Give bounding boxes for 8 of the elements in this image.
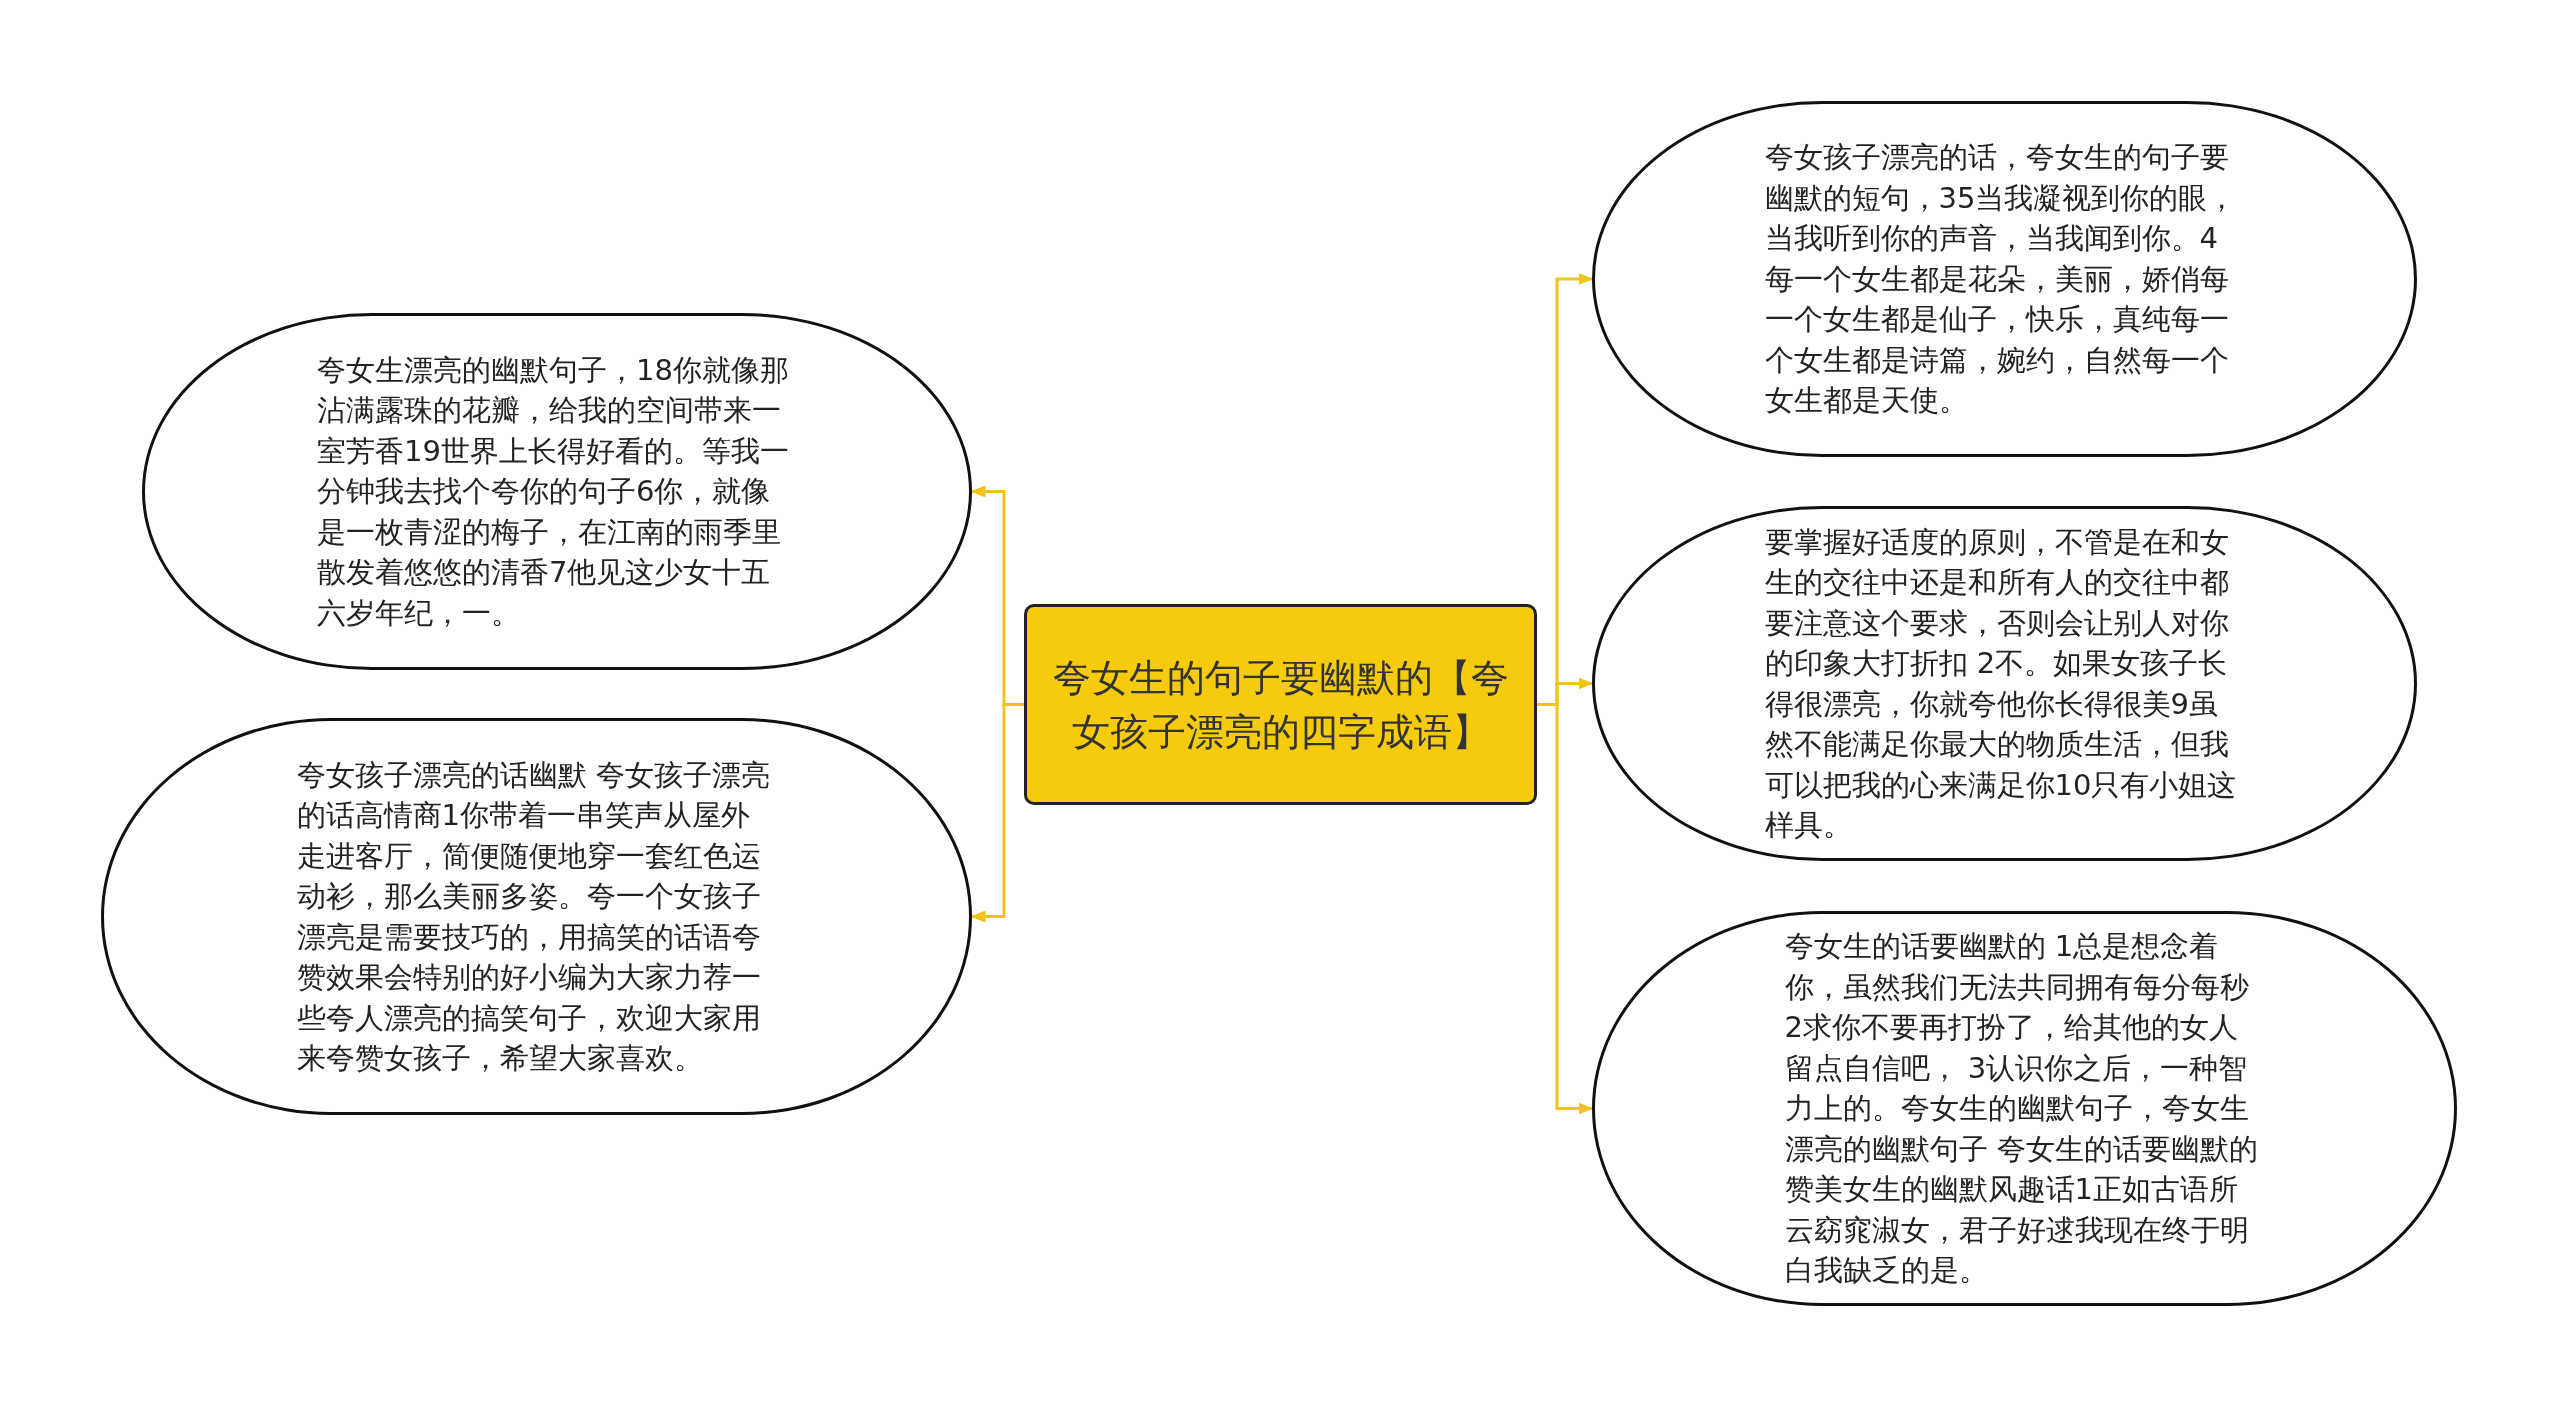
topic-text: 夸女生漂亮的幽默句子，18你就像那沾满露珠的花瓣，给我的空间带来一室芳香19世界上长得好看的。等我一分钟我去找个夸你的句子6你，就像是一枚青涩的梅子，在江南的雨季里散发着悠悠的清香7他见这少女十五六岁年纪，一。 — [317, 351, 790, 632]
topic-text: 要掌握好适度的原则，不管是在和女生的交往中还是和所有人的交往中都要注意这个要求，否则会让别人对你的印象大打折扣 2不。如果女孩子长得很漂亮，你就夸他你长得很美9虽然不能满足你最大的物质生活，但我可以把我的心来满足你10只有小姐这样具。 — [1764, 523, 2238, 844]
topic-title: 夸女生的句子要幽默的【夸女孩子漂亮的四字成语】 — [1051, 654, 1510, 756]
topic-text: 夸女生的话要幽默的 1总是想念着你，虽然我们无法共同拥有每分每秒 2求你不要再打扮了，给其他的女人留点自信吧， 3认识你之后，一种智力上的。夸女生的幽默句子，夸女生漂亮的幽默句子 夸女生的话要幽默的赞美女生的幽默风趣话1正如古语所云窈窕淑女，君子好逑我现在终于明白我缺乏的是。 — [1784, 928, 2259, 1290]
topic-text: 夸女孩子漂亮的话，夸女生的句子要幽默的短句，35当我凝视到你的眼，当我听到你的声音，当我闻到你。4每一个女生都是花朵，美丽，娇俏每一个女生都是仙子，快乐，真纯每一个女生都是诗篇，婉约，自然每一个女生都是天使。 — [1764, 139, 2238, 420]
topic-text: 夸女孩子漂亮的话幽默 夸女孩子漂亮的话高情商1你带着一串笑声从屋外走进客厅，简便随便地穿一套红色运动衫，那么美丽多姿。夸一个女孩子漂亮是需要技巧的，用搞笑的话语夸赞效果会特别的好小编为大家力荐一些夸人漂亮的搞笑句子，欢迎大家用来夸赞女孩子，希望大家喜欢。 — [296, 756, 771, 1077]
connector-arrow — [970, 703, 1024, 923]
central-topic-box — [1024, 604, 1537, 805]
